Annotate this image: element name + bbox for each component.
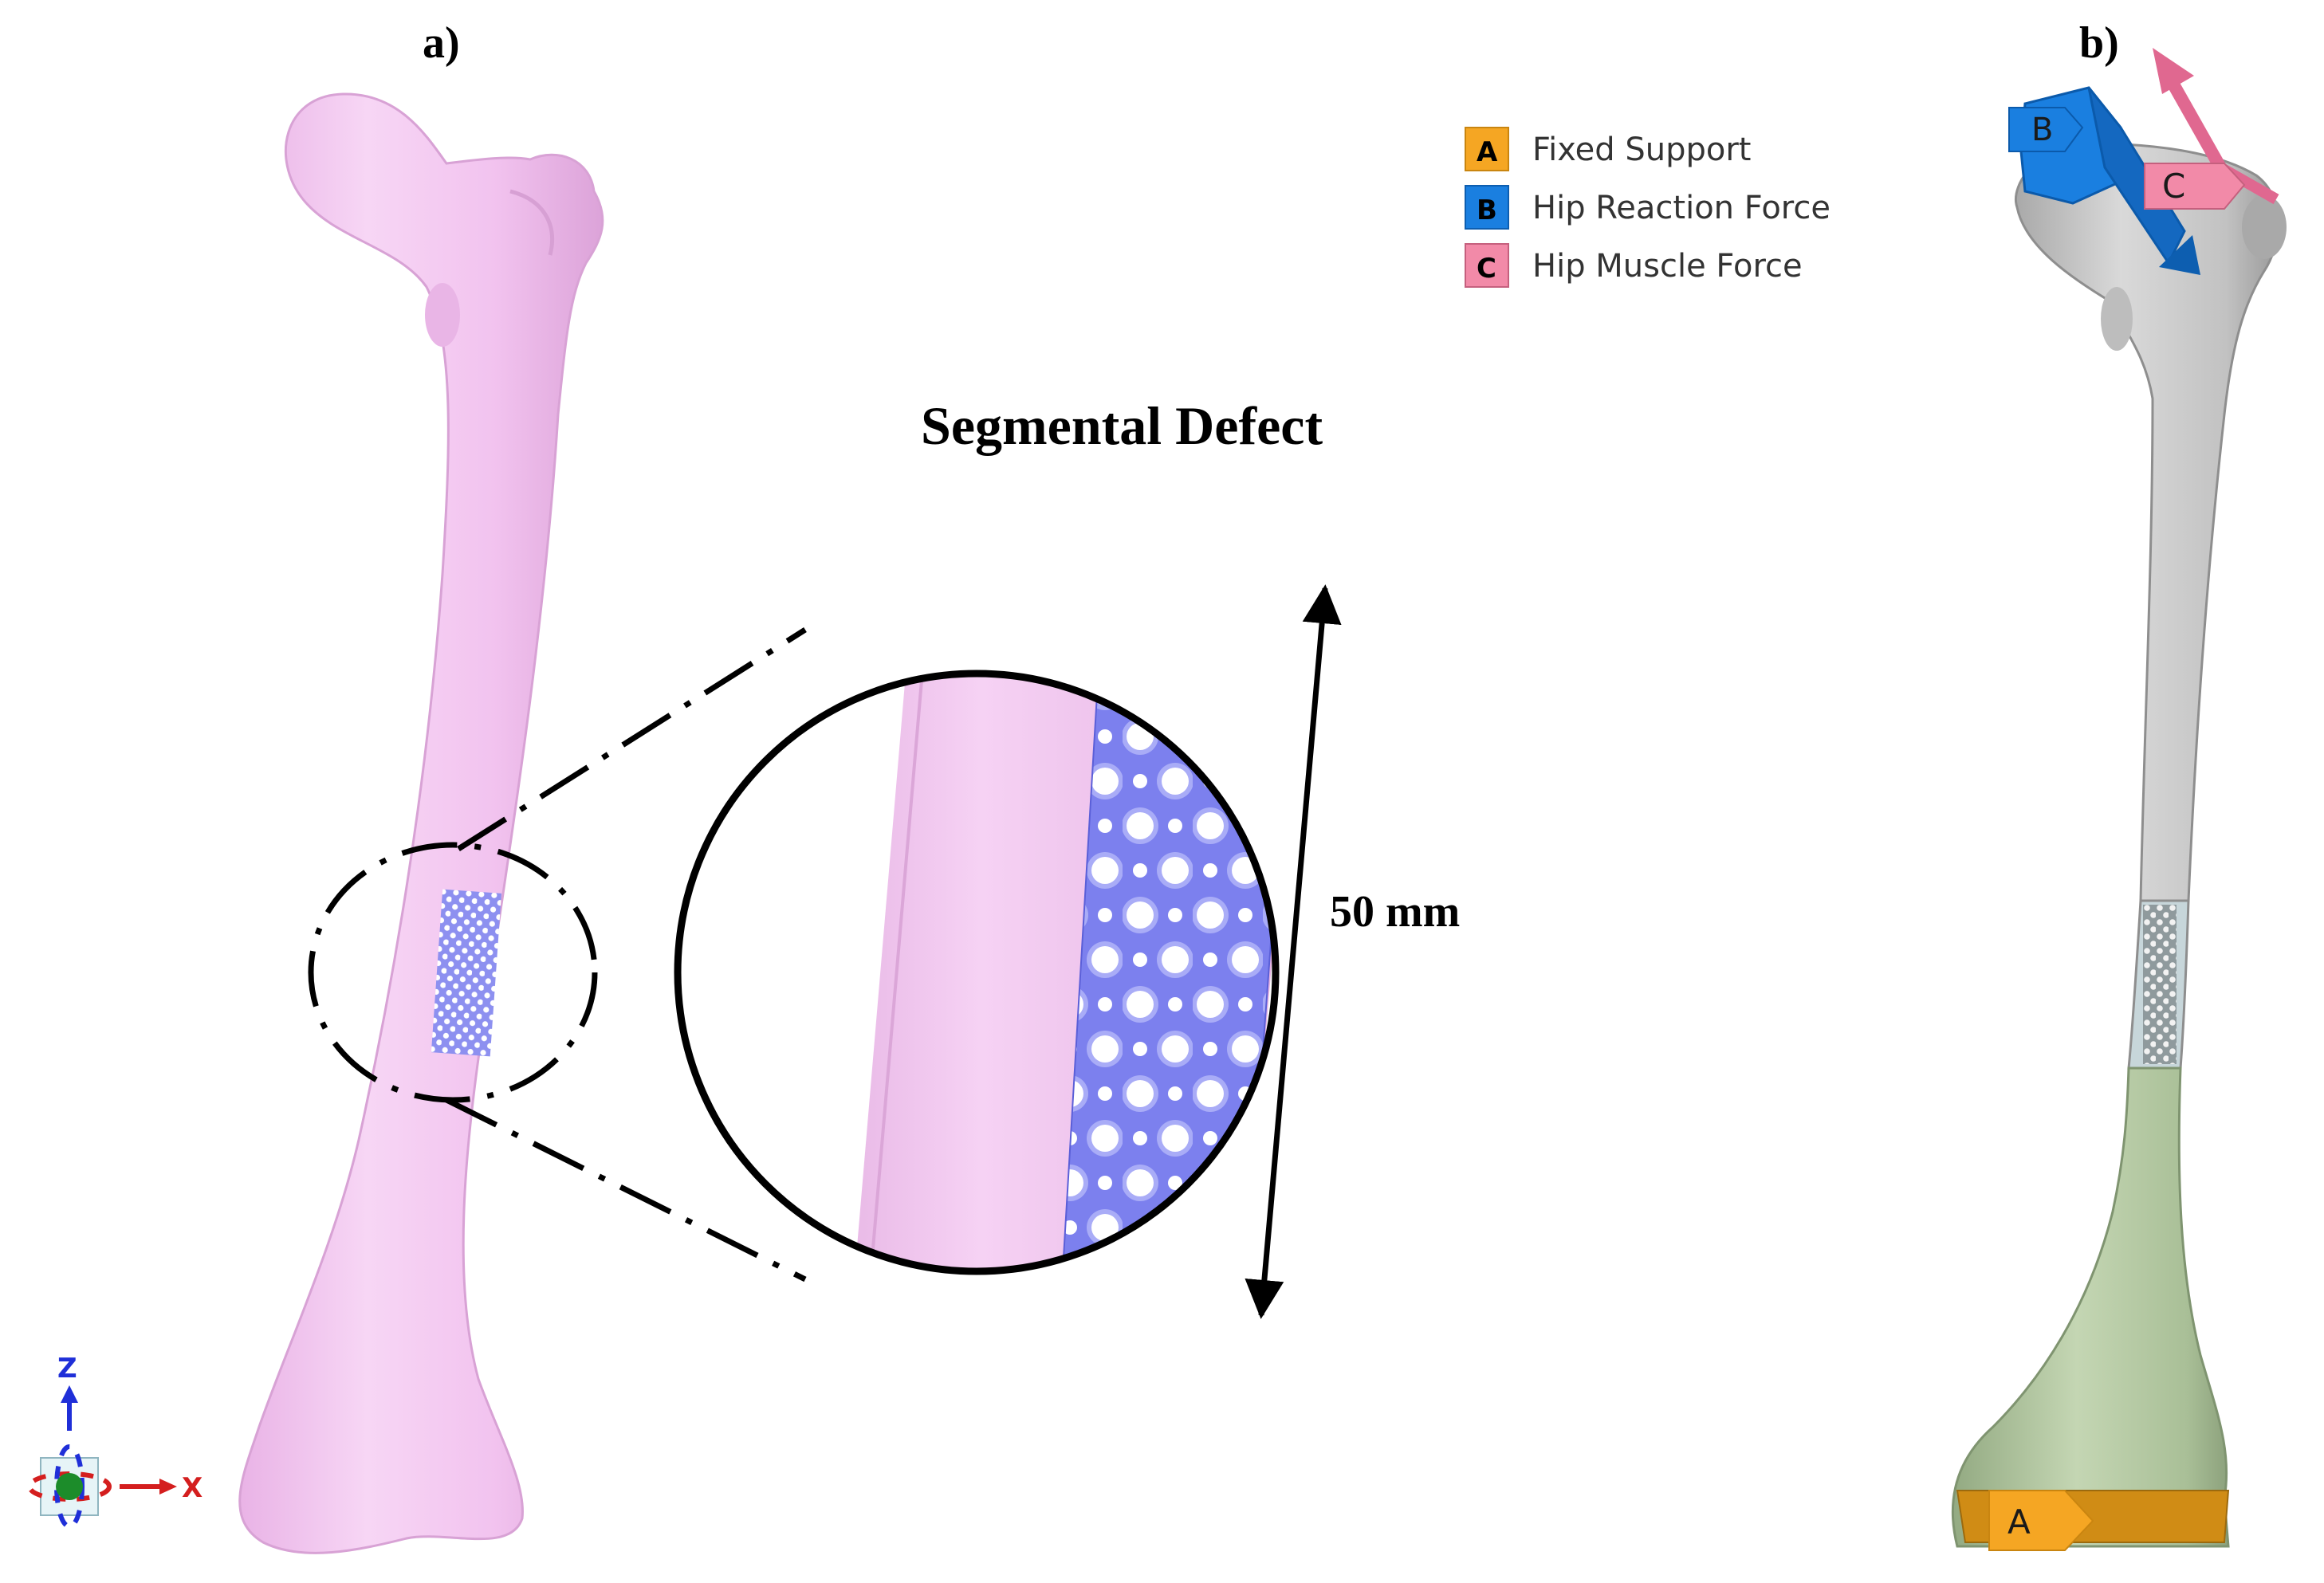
triad-x-label: X: [182, 1472, 203, 1504]
dimension-arrow: [1245, 584, 1342, 1319]
tag-a: A: [1988, 1490, 2094, 1551]
svg-text:C: C: [2162, 167, 2185, 206]
tag-c: C: [2144, 163, 2246, 210]
tag-b: B: [2008, 107, 2084, 152]
zoom-connector-bottom: [445, 1097, 807, 1283]
lattice-implant-a: [431, 889, 502, 1057]
zoom-detail: [674, 670, 1280, 1275]
svg-text:A: A: [1477, 136, 1498, 168]
svg-text:A: A: [2007, 1502, 2031, 1542]
panel-b-label: b): [2079, 18, 2119, 68]
panel-a-label: a): [423, 18, 460, 68]
defect-highlight-ellipse: [308, 842, 598, 1103]
legend-label-b: Hip Reaction Force: [1532, 190, 1830, 226]
legend-label-a: Fixed Support: [1532, 132, 1752, 168]
legend-item-a: A Fixed Support: [1465, 127, 1752, 171]
legend-label-c: Hip Muscle Force: [1532, 248, 1803, 285]
triad-z-label: Z: [57, 1353, 77, 1385]
femur-model-b: [1951, 142, 2287, 1548]
svg-text:B: B: [1477, 194, 1497, 226]
legend: A Fixed Support B Hip Reaction Force C H…: [1465, 127, 1830, 288]
svg-text:B: B: [2031, 112, 2053, 148]
dimension-label: 50 mm: [1330, 887, 1460, 937]
legend-item-b: B Hip Reaction Force: [1465, 185, 1830, 230]
legend-item-c: C Hip Muscle Force: [1465, 243, 1803, 288]
coordinate-triad: Z X: [27, 1353, 203, 1529]
svg-text:C: C: [1477, 253, 1496, 285]
lattice-implant-zoom: [1059, 674, 1276, 1271]
femur-model-a: [238, 92, 604, 1554]
zoom-connector-top: [457, 627, 807, 851]
zoom-title: Segmental Defect: [921, 395, 1323, 456]
